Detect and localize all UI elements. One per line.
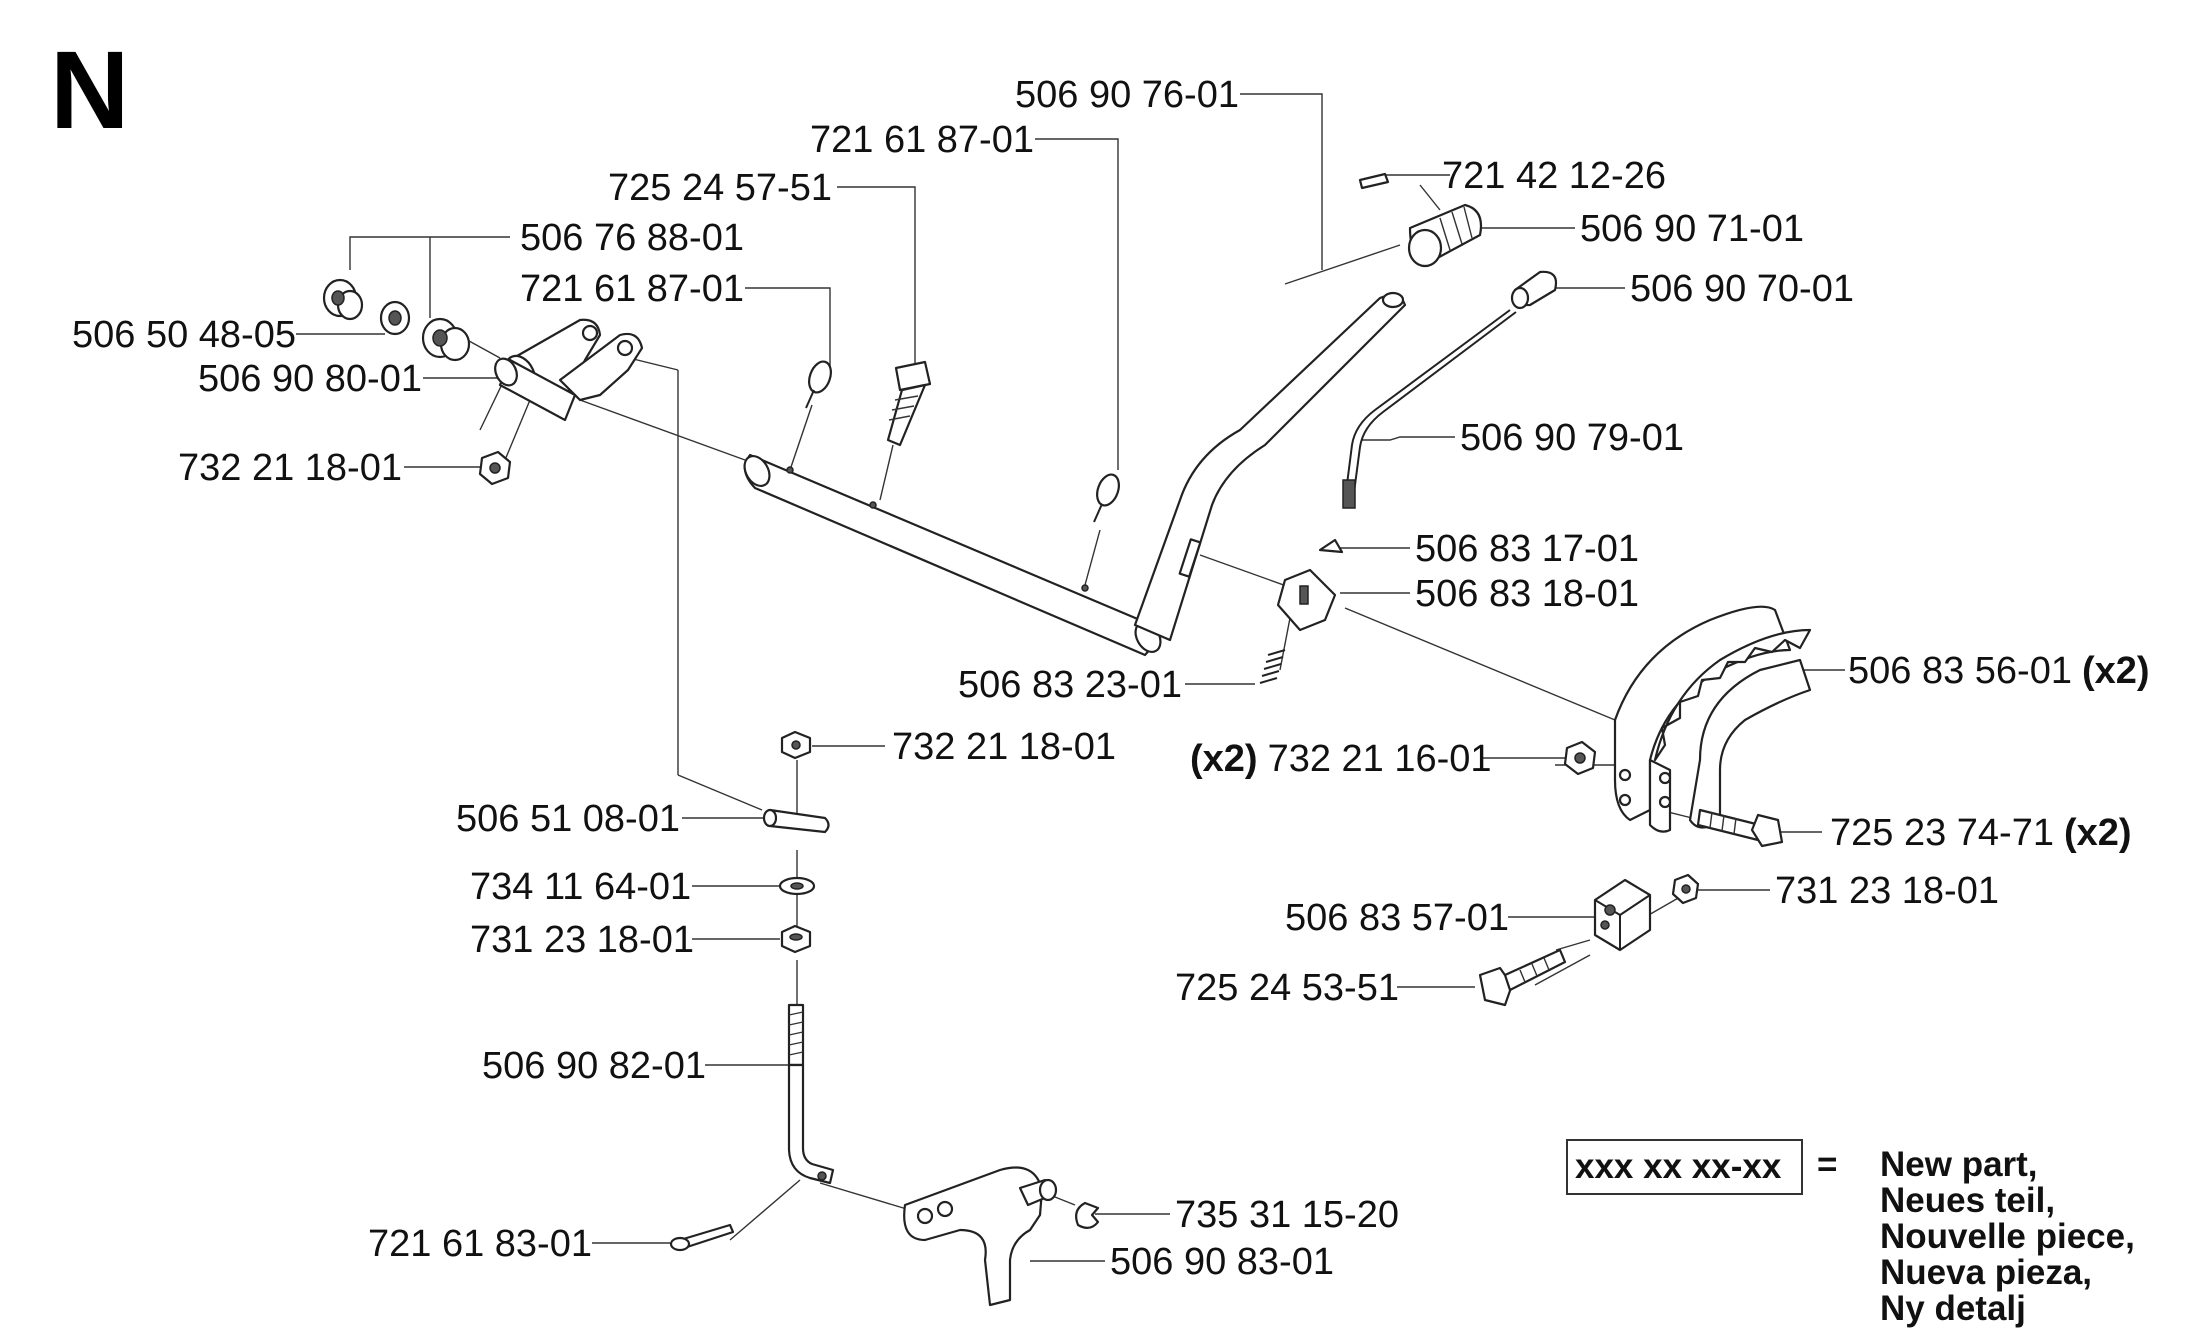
label-721-42-12-26: 721 42 12-26 xyxy=(1442,155,1666,197)
bolt-725-24-53 xyxy=(1478,948,1567,1007)
knob xyxy=(1358,172,1483,268)
label-725-23-74-71-code: 725 23 74-71 xyxy=(1830,812,2054,854)
legend-line-2: Neues teil, xyxy=(1880,1181,2055,1220)
legend-equals: = xyxy=(1817,1145,1837,1184)
label-721-61-87-01-b: 721 61 87-01 xyxy=(520,268,744,310)
label-506-83-56-01: 506 83 56-01(x2) xyxy=(1848,650,2150,692)
qty-badge: (x2) xyxy=(1190,738,1258,780)
wedge-block xyxy=(1276,538,1344,632)
label-732-21-18-01-a: 732 21 18-01 xyxy=(178,447,402,489)
nut-731-23-18-right xyxy=(1671,873,1700,905)
e-clip xyxy=(1075,1201,1100,1229)
spring xyxy=(1259,649,1286,684)
label-506-90-70-01: 506 90 70-01 xyxy=(1630,268,1854,310)
label-506-90-76-01: 506 90 76-01 xyxy=(1015,74,1239,116)
qty-badge: (x2) xyxy=(2082,650,2150,692)
label-734-11-64-01: 734 11 64-01 xyxy=(470,866,691,908)
legend-line-5: Ny detalj xyxy=(1880,1289,2026,1328)
pedal-arm xyxy=(903,1166,1058,1307)
legend-code: xxx xx xx-xx xyxy=(1575,1147,1782,1186)
qty-badge: (x2) xyxy=(2064,812,2132,854)
label-506-83-17-01: 506 83 17-01 xyxy=(1415,528,1639,570)
label-732-21-18-01-b: 732 21 18-01 xyxy=(892,726,1116,768)
clamp-block xyxy=(1593,878,1652,952)
label-506-50-48-05: 506 50 48-05 xyxy=(72,314,296,356)
legend-line-4: Nueva pieza, xyxy=(1880,1253,2092,1292)
clip-pin-721-61-83 xyxy=(669,1223,735,1252)
lock-nut-left xyxy=(478,450,512,486)
section-letter: N xyxy=(50,29,129,152)
part-labels: 506 90 76-01 721 61 87-01 725 24 57-51 5… xyxy=(72,74,2150,1283)
clevis-bracket xyxy=(494,318,644,422)
label-506-90-79-01: 506 90 79-01 xyxy=(1460,417,1684,459)
legend-code-box xyxy=(1566,1139,1803,1195)
legend-line-3: Nouvelle piece, xyxy=(1880,1217,2135,1256)
label-725-24-53-51: 725 24 53-51 xyxy=(1175,967,1399,1009)
label-506-76-88-01: 506 76 88-01 xyxy=(520,217,744,259)
label-725-23-74-71: 725 23 74-71(x2) xyxy=(1830,812,2132,854)
label-732-21-16-01-code: 732 21 16-01 xyxy=(1268,738,1492,780)
label-506-90-71-01: 506 90 71-01 xyxy=(1580,208,1804,250)
label-506-83-23-01: 506 83 23-01 xyxy=(958,664,1182,706)
bushings xyxy=(322,278,471,362)
label-721-61-87-01-a: 721 61 87-01 xyxy=(810,119,1034,161)
shift-shaft xyxy=(743,291,1407,657)
label-506-83-57-01: 506 83 57-01 xyxy=(1285,897,1509,939)
leader-lines xyxy=(296,93,1845,1262)
bolt-upper xyxy=(886,360,932,447)
label-731-23-18-01-a: 731 23 18-01 xyxy=(1775,870,1999,912)
legend-line-1: New part, xyxy=(1880,1145,2038,1184)
label-732-21-16-01: (x2)732 21 16-01 xyxy=(1190,738,1492,780)
label-506-83-56-01-code: 506 83 56-01 xyxy=(1848,650,2072,692)
label-506-51-08-01: 506 51 08-01 xyxy=(456,798,680,840)
label-506-83-18-01: 506 83 18-01 xyxy=(1415,573,1639,615)
shift-rod xyxy=(1342,270,1558,509)
nut-732-21-16 xyxy=(1563,740,1597,776)
label-506-90-83-01: 506 90 83-01 xyxy=(1110,1241,1334,1283)
bolt-725-23-74 xyxy=(1696,808,1784,848)
vertical-link-stack xyxy=(762,730,835,1185)
label-506-90-80-01: 506 90 80-01 xyxy=(198,358,422,400)
legend: xxx xx xx-xx = New part, Neues teil, Nou… xyxy=(1566,1139,2135,1328)
cotter-pin-1 xyxy=(805,360,832,409)
label-721-61-83-01: 721 61 83-01 xyxy=(368,1223,592,1265)
gear-segments xyxy=(1613,605,1812,833)
cotter-pin-2 xyxy=(1093,473,1120,523)
label-725-24-57-51: 725 24 57-51 xyxy=(608,167,832,209)
label-731-23-18-01-b: 731 23 18-01 xyxy=(470,919,694,961)
label-506-90-82-01: 506 90 82-01 xyxy=(482,1045,706,1087)
label-735-31-15-20: 735 31 15-20 xyxy=(1175,1194,1399,1236)
